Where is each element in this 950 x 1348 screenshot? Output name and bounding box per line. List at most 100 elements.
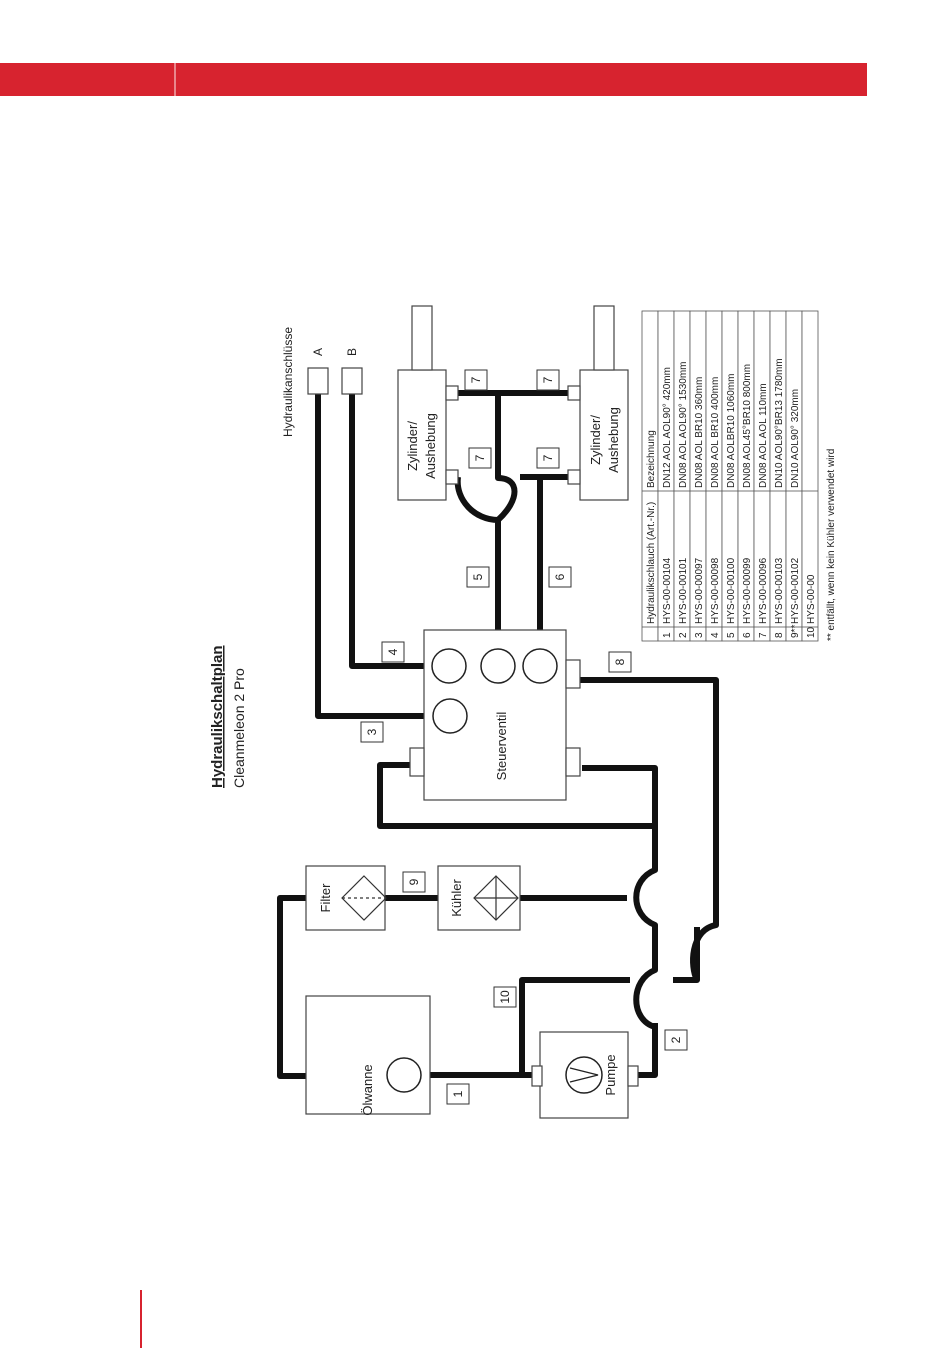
hose-tag-label: 9: [407, 878, 421, 885]
table-cell: 1: [662, 632, 673, 638]
pumpe-label: Pumpe: [603, 1054, 618, 1095]
table-cell: HYS-00-00097: [694, 557, 705, 624]
oelwanne-label: Ölwanne: [360, 1064, 375, 1115]
hose-tag-label: 4: [386, 648, 400, 655]
hose-tag-7-2: 7: [464, 369, 488, 391]
table-header-cell: Bezeichnung: [646, 430, 657, 488]
steuerventil-label: Steuerventil: [494, 712, 509, 781]
line-hose-2-vertical: [582, 765, 658, 1030]
hose-tag-label: 6: [553, 573, 567, 580]
table-cell: 8: [774, 632, 785, 638]
filter-label: Filter: [318, 883, 333, 913]
hose-tag-10: 10: [493, 986, 517, 1008]
table-cell: DN10 AOL90° 320mm: [790, 389, 801, 488]
steuerventil-port-3: [522, 648, 558, 684]
table-cell: HYS-00-00098: [710, 557, 721, 624]
page-margin-line: [140, 1290, 142, 1348]
line-hose-8-lower: [690, 898, 719, 982]
table-header-cell: Hydraulikschlauch (Art.-Nr.): [646, 502, 657, 624]
oelwanne-outlet-icon: [386, 1057, 422, 1093]
hose-tag-2: 2: [664, 1029, 688, 1051]
table-cell: HYS-00-00103: [774, 557, 785, 624]
pumpe-icon: [565, 1056, 603, 1094]
hose-tag-label: 7: [541, 454, 555, 461]
hose-tag-7-3: 7: [536, 369, 560, 391]
line-port-b: [349, 394, 432, 669]
line-oelwanne-filter: [277, 895, 306, 1079]
hose-tag-label: 3: [365, 728, 379, 735]
steuerventil-port-1: [431, 648, 467, 684]
table-footnote: ** entfällt, wenn kein Kühler verwendet …: [826, 449, 837, 641]
diagram-subtitle: Cleanmeleon 2 Pro: [231, 668, 247, 788]
port-b-connector: [341, 367, 363, 395]
steuerventil-port-4: [432, 698, 468, 734]
table-row: [801, 310, 819, 642]
hose-tag-label: 10: [498, 990, 512, 1004]
line-hose-8: [580, 677, 719, 898]
port-b-label: B: [345, 348, 359, 356]
zylinder-1-label-1: Zylinder/: [405, 421, 420, 471]
table-cell: HYS-00-00104: [662, 557, 673, 624]
hose-tag-8: 8: [608, 651, 632, 673]
table-cell: DN08 AOL BR10 360mm: [694, 377, 705, 488]
table-cell: DN08 AOL AOL90° 1530mm: [678, 362, 689, 488]
hose-tag-label: 5: [471, 573, 485, 580]
table-cell: 3: [694, 632, 705, 638]
hose-tag-3: 3: [360, 721, 384, 743]
line-port-a: [315, 394, 435, 719]
table-cell: 5: [726, 632, 737, 638]
zylinder-2-label-1: Zylinder/: [588, 415, 603, 465]
table-cell: HYS-00-00099: [742, 557, 753, 624]
pumpe-arrow-icon: [569, 1067, 599, 1083]
steuerventil-port-2: [480, 648, 516, 684]
hose-tag-label: 7: [473, 454, 487, 461]
hose-tag-6: 6: [548, 566, 572, 588]
line-hose-3: [377, 762, 655, 829]
hose-tag-label: 7: [469, 376, 483, 383]
table-cell: HYS-00-00: [806, 574, 817, 624]
zylinder-2-box: [579, 369, 629, 501]
table-cell: DN08 AOLBR10 1060mm: [726, 373, 737, 488]
header-banner-divider: [174, 63, 176, 96]
kuehler-label: Kühler: [449, 879, 464, 917]
line-hose-10: [519, 977, 630, 1075]
table-cell: 9**: [790, 625, 801, 638]
table-cell: HYS-00-00101: [678, 557, 689, 624]
hose-tag-7-4: 7: [536, 447, 560, 469]
hose-tag-4: 4: [381, 641, 405, 663]
port-a-label: A: [311, 348, 325, 356]
zylinder-1-box: [397, 369, 447, 501]
line-hose-5: [454, 476, 501, 654]
table-cell: DN08 AOL AOL 110mm: [758, 383, 769, 488]
table-cell: 10: [806, 626, 817, 638]
diagram-title: Hydraulikschaltplan: [209, 645, 226, 788]
table-cell: DN12 AOL AOL90° 420mm: [662, 367, 673, 488]
line-hose-5-upper: [458, 390, 518, 523]
table-cell: 7: [758, 632, 769, 638]
table-cell: DN10 AOL90°BR13 1780mm: [774, 358, 785, 488]
port-a-connector: [307, 367, 329, 395]
line-hose-6: [537, 474, 575, 654]
hose-tag-1: 1: [446, 1083, 470, 1105]
filter-diamond-icon: [341, 875, 387, 921]
hose-tag-7: 7: [468, 447, 492, 469]
table-cell: HYS-00-00102: [790, 557, 801, 624]
zylinder-1-rod: [411, 305, 433, 371]
table-cell: 4: [710, 632, 721, 638]
hose-tag-label: 8: [613, 658, 627, 665]
zylinder-2-label-2: Aushebung: [606, 407, 621, 473]
oelwanne-box: [305, 995, 431, 1115]
hose-tag-5: 5: [466, 566, 490, 588]
zylinder-1-label-2: Aushebung: [423, 413, 438, 479]
table-cell: 2: [678, 632, 689, 638]
table-cell: DN08 AOL BR10 400mm: [710, 377, 721, 488]
parts-table: Hydraulikschlauch (Art.-Nr.) Bezeichnung 1…: [641, 310, 837, 642]
ports-heading: Hydraulikanschlüsse: [281, 327, 295, 437]
table-cell: HYS-00-00100: [726, 557, 737, 624]
hose-tag-label: 2: [669, 1036, 683, 1043]
hose-tag-label: 7: [541, 376, 555, 383]
hose-tag-label: 1: [451, 1090, 465, 1097]
table-cell: DN08 AOL45°BR10 800mm: [742, 364, 753, 488]
zylinder-2-rod: [593, 305, 615, 371]
